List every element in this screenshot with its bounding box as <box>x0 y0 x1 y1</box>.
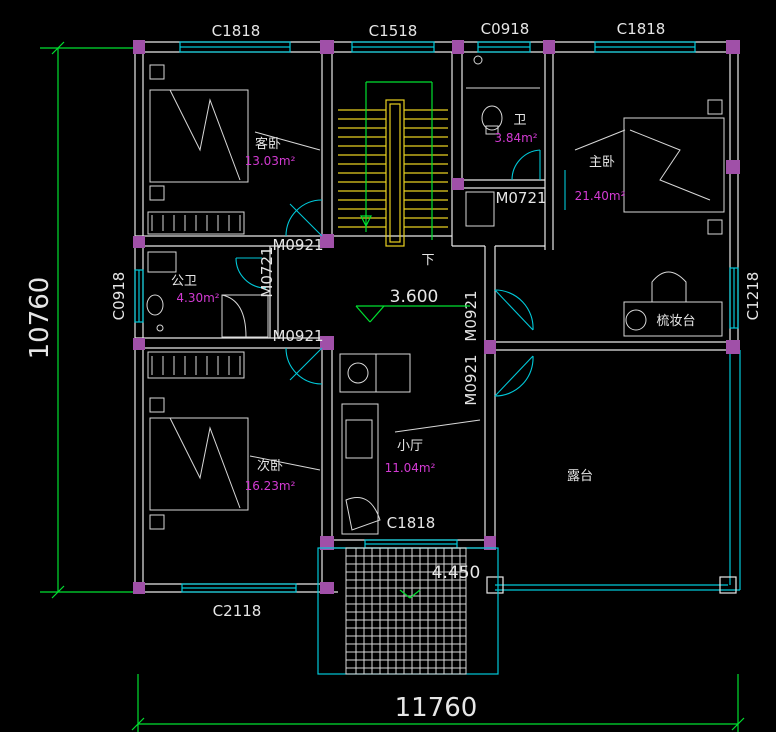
door-label-hall-bottom: M0921 <box>462 354 480 405</box>
stair-down-label: 下 <box>421 253 434 268</box>
door-label-bath-public-bottom: M0921 <box>272 327 323 345</box>
public-bath-fixtures <box>146 251 269 338</box>
bath-fixtures <box>465 55 540 227</box>
leader-lines <box>249 129 626 471</box>
guest-bed <box>149 64 249 201</box>
door-label-bath-left: M0721 <box>258 246 276 297</box>
balcony <box>317 547 499 675</box>
room-name-bath: 卫 <box>513 113 526 128</box>
room-name-master: 主卧 <box>589 155 615 170</box>
room-area-master: 21.40m² <box>575 189 626 203</box>
room-area-public-bath: 4.30m² <box>176 291 219 305</box>
room-area-second: 16.23m² <box>245 479 296 493</box>
window-label-top-right: C1818 <box>617 20 666 38</box>
terrace-boundary <box>486 350 741 594</box>
room-area-guest: 13.03m² <box>245 154 296 168</box>
window-label-bottom: C2118 <box>213 602 262 620</box>
dresser <box>623 271 723 337</box>
window-shapes <box>134 41 739 593</box>
door-shapes <box>235 149 566 397</box>
second-wardrobe <box>147 351 245 379</box>
hall-furniture <box>339 353 411 535</box>
room-name-guest: 客卧 <box>255 136 281 152</box>
door-label-hall-top: M0921 <box>462 290 480 341</box>
room-name-second: 次卧 <box>257 458 283 474</box>
width-dimension: 11760 <box>395 693 478 723</box>
room-area-bath: 3.84m² <box>494 131 537 145</box>
window-label-left-bath: C0918 <box>110 272 128 321</box>
guest-wardrobe <box>147 211 245 235</box>
window-label-hall: C1818 <box>387 514 436 532</box>
room-name-terrace: 露台 <box>567 469 593 484</box>
window-label-top-bath: C0918 <box>481 20 530 38</box>
room-name-hall: 小厅 <box>397 439 423 454</box>
level-marker <box>355 305 470 323</box>
columns <box>133 40 740 594</box>
room-name-public-bath: 公卫 <box>171 274 197 289</box>
height-dimension: 10760 <box>25 277 55 360</box>
master-bed <box>623 99 725 235</box>
room-area-hall: 11.04m² <box>385 461 436 475</box>
door-label-guest: M0921 <box>272 236 323 254</box>
floor-level: 3.600 <box>390 287 439 307</box>
window-label-right-master: C1218 <box>744 272 762 321</box>
dresser-label: 梳妆台 <box>656 314 695 329</box>
second-bed <box>149 397 249 530</box>
terrace-edge-level: 4.450 <box>432 563 481 583</box>
window-label-top-stair: C1518 <box>369 22 418 40</box>
window-label-top-left: C1818 <box>212 22 261 40</box>
dimension-lines <box>40 41 745 732</box>
stair <box>338 81 448 247</box>
door-label-master-bath: M0721 <box>495 189 546 207</box>
